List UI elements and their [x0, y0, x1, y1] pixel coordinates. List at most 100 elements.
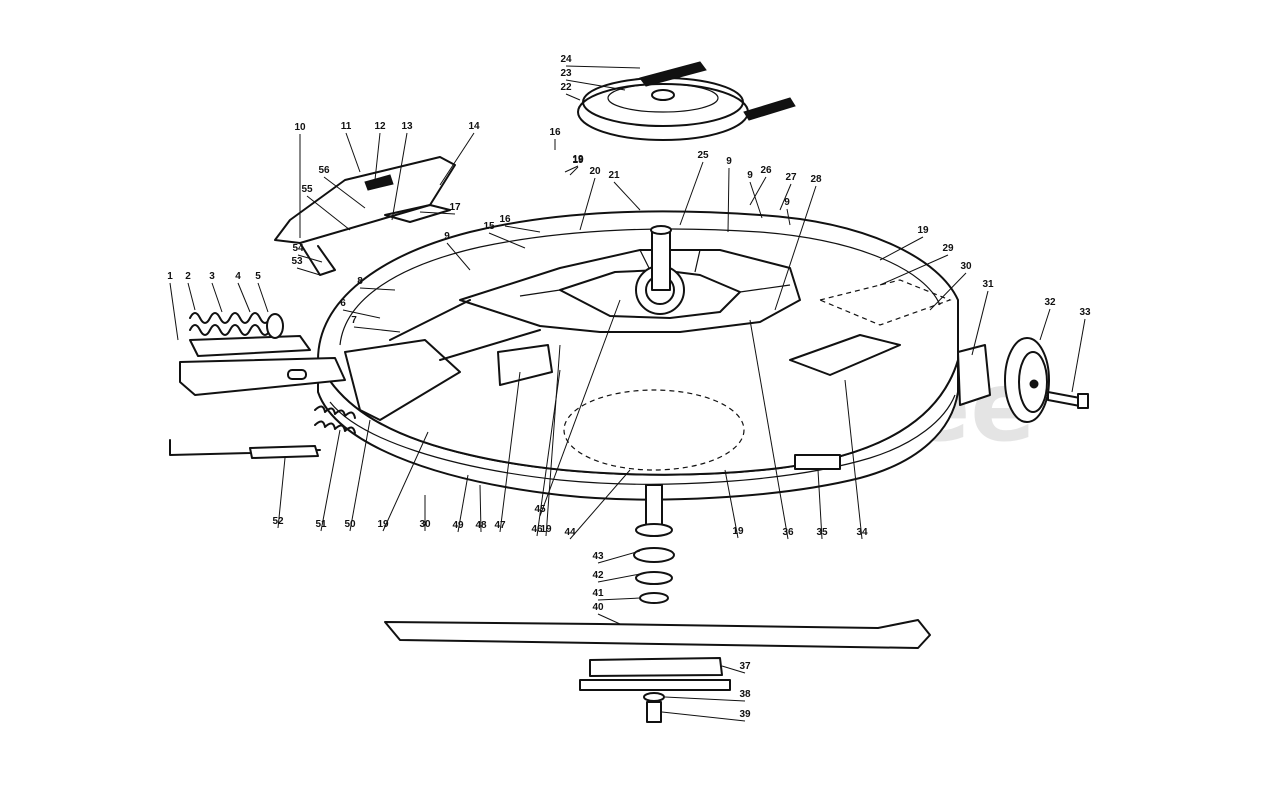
leader-line: [579, 177, 596, 231]
leader-line: [359, 287, 396, 291]
leader-line: [597, 613, 621, 625]
callout-19: 19: [572, 154, 584, 165]
leader-line: [297, 254, 323, 263]
callout-23: 23: [560, 68, 572, 79]
leader-line: [929, 272, 967, 311]
leader-line: [323, 176, 366, 209]
leader-line: [779, 183, 792, 211]
leader-line: [971, 290, 989, 356]
leader-line: [439, 132, 475, 186]
callout-16: 16: [549, 127, 561, 138]
leader-line: [345, 132, 361, 173]
mower-blade: [384, 619, 931, 649]
leader-line: [597, 573, 641, 583]
callout-49: 49: [452, 520, 464, 531]
callout-30: 30: [960, 261, 972, 272]
callout-19: 19: [540, 524, 552, 535]
leader-line: [569, 469, 631, 540]
callout-45: 45: [534, 504, 546, 515]
callout-9: 9: [784, 197, 790, 208]
callout-16: 16: [499, 214, 511, 225]
leader-line: [342, 309, 381, 319]
callout-8: 8: [357, 276, 363, 287]
leader-line: [296, 267, 321, 276]
leader-line: [569, 166, 579, 176]
leader-line: [817, 469, 823, 540]
callout-19: 19: [572, 155, 584, 166]
callout-27: 27: [785, 172, 797, 183]
leader-line: [349, 419, 371, 532]
callout-19: 19: [377, 519, 389, 530]
callout-35: 35: [816, 527, 828, 538]
leader-line: [565, 93, 581, 101]
callout-6: 6: [340, 298, 346, 309]
callout-31: 31: [982, 279, 994, 290]
spindle-bracket: [459, 225, 801, 333]
leader-line: [187, 282, 196, 311]
leader-line: [565, 65, 641, 69]
adjustment-linkage: [169, 299, 553, 459]
leader-line: [237, 282, 251, 313]
callout-24: 24: [560, 54, 572, 65]
callout-43: 43: [592, 551, 604, 562]
leader-line: [844, 379, 863, 540]
leader-line: [721, 665, 746, 674]
leader-line: [488, 232, 526, 249]
callout-38: 38: [739, 689, 751, 700]
leader-line: [353, 326, 401, 333]
leader-line: [257, 282, 269, 313]
callout-3: 3: [209, 271, 215, 282]
leader-line: [391, 132, 408, 221]
leader-line: [479, 484, 482, 533]
leader-line: [661, 711, 746, 722]
pulley-assembly: [577, 61, 796, 141]
callout-56: 56: [318, 165, 330, 176]
callout-25: 25: [697, 150, 709, 161]
callout-44: 44: [564, 527, 576, 538]
leader-line: [169, 282, 179, 341]
belt-end-right: [743, 97, 796, 121]
callout-47: 47: [494, 520, 506, 531]
callout-28: 28: [810, 174, 822, 185]
leader-line: [419, 211, 456, 215]
leader-line: [749, 181, 763, 219]
leader-line: [382, 431, 429, 532]
callout-20: 20: [589, 166, 601, 177]
callout-34: 34: [856, 527, 868, 538]
callout-32: 32: [1044, 297, 1056, 308]
callout-22: 22: [560, 82, 572, 93]
callout-9: 9: [444, 231, 450, 242]
leader-line: [457, 474, 469, 533]
leader-line: [504, 225, 541, 233]
callout-17: 17: [449, 202, 461, 213]
bearing-housing: [563, 389, 745, 471]
decals: [789, 279, 952, 470]
callout-19: 19: [917, 225, 929, 236]
callout-50: 50: [344, 519, 356, 530]
callout-42: 42: [592, 570, 604, 581]
callout-37: 37: [739, 661, 751, 672]
callout-41: 41: [592, 588, 604, 599]
callout-19: 19: [732, 526, 744, 537]
leader-lines: [169, 65, 1086, 722]
leader-line: [536, 369, 561, 537]
callout-12: 12: [374, 121, 386, 132]
callout-39: 39: [739, 709, 751, 720]
callout-55: 55: [301, 184, 313, 195]
callout-15: 15: [483, 221, 495, 232]
belt-guard: [274, 156, 456, 276]
leader-line: [211, 282, 223, 313]
leader-line: [724, 469, 739, 539]
leader-line: [597, 597, 641, 601]
front-wheel: [957, 337, 1089, 423]
blade-assembly: [384, 484, 931, 723]
callout-14: 14: [468, 121, 480, 132]
callout-4: 4: [235, 271, 241, 282]
leader-line: [879, 236, 924, 261]
leader-line: [374, 132, 381, 181]
callout-54: 54: [292, 243, 304, 254]
leader-line: [879, 254, 949, 286]
leader-line: [539, 299, 621, 517]
callout-30: 30: [419, 519, 431, 530]
